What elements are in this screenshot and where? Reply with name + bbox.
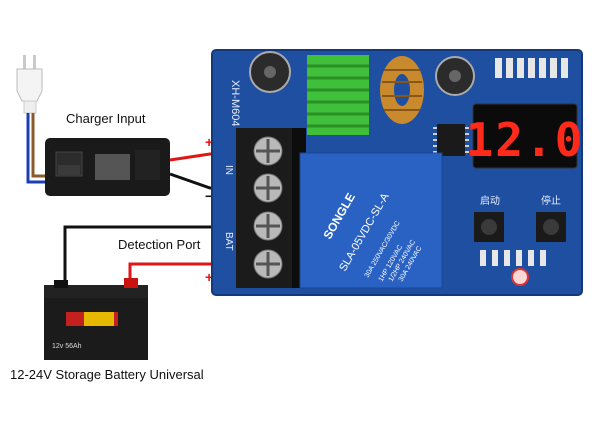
svg-text:+: +	[205, 269, 213, 285]
stop-button-label: 停止	[541, 194, 561, 207]
stop-button[interactable]: 停止	[536, 194, 566, 242]
charger-adapter	[45, 138, 170, 196]
screw-terminal-block	[236, 128, 306, 288]
heatsink	[307, 55, 369, 135]
battery: 12v 56Ah	[44, 278, 148, 360]
charger-input-label: Charger Input	[66, 111, 146, 126]
power-plug-icon	[16, 55, 43, 114]
ic-chip	[433, 124, 469, 156]
terminal-screw-icon	[253, 211, 283, 241]
relay: SONGLE SLA-05VDC-SL-A 30A 250VAC/30VDC 1…	[299, 152, 443, 289]
board-model-label: XH-M604	[229, 80, 241, 126]
capacitor-icon	[249, 51, 291, 93]
terminal-screw-icon	[253, 249, 283, 279]
capacitor-icon	[435, 56, 475, 96]
led-display: 12.0	[466, 103, 585, 169]
start-button-label: 启动	[480, 194, 500, 207]
svg-text:−: −	[205, 188, 213, 204]
smd-components	[480, 58, 568, 266]
status-led-icon	[511, 268, 529, 286]
display-value: 12.0	[466, 113, 585, 167]
polarity-marks: + − +	[205, 134, 213, 285]
battery-capacity-label: 12v 56Ah	[52, 343, 82, 350]
start-button[interactable]: 启动	[474, 194, 504, 242]
svg-text:+: +	[205, 134, 213, 150]
terminal-in-label: IN	[223, 165, 234, 175]
terminal-bat-label: BAT	[223, 232, 234, 251]
terminal-screw-icon	[253, 173, 283, 203]
inductor-coil-icon	[380, 56, 424, 124]
terminal-screw-icon	[253, 136, 283, 166]
detection-port-label: Detection Port	[118, 237, 201, 252]
battery-label: 12-24V Storage Battery Universal	[10, 367, 204, 382]
